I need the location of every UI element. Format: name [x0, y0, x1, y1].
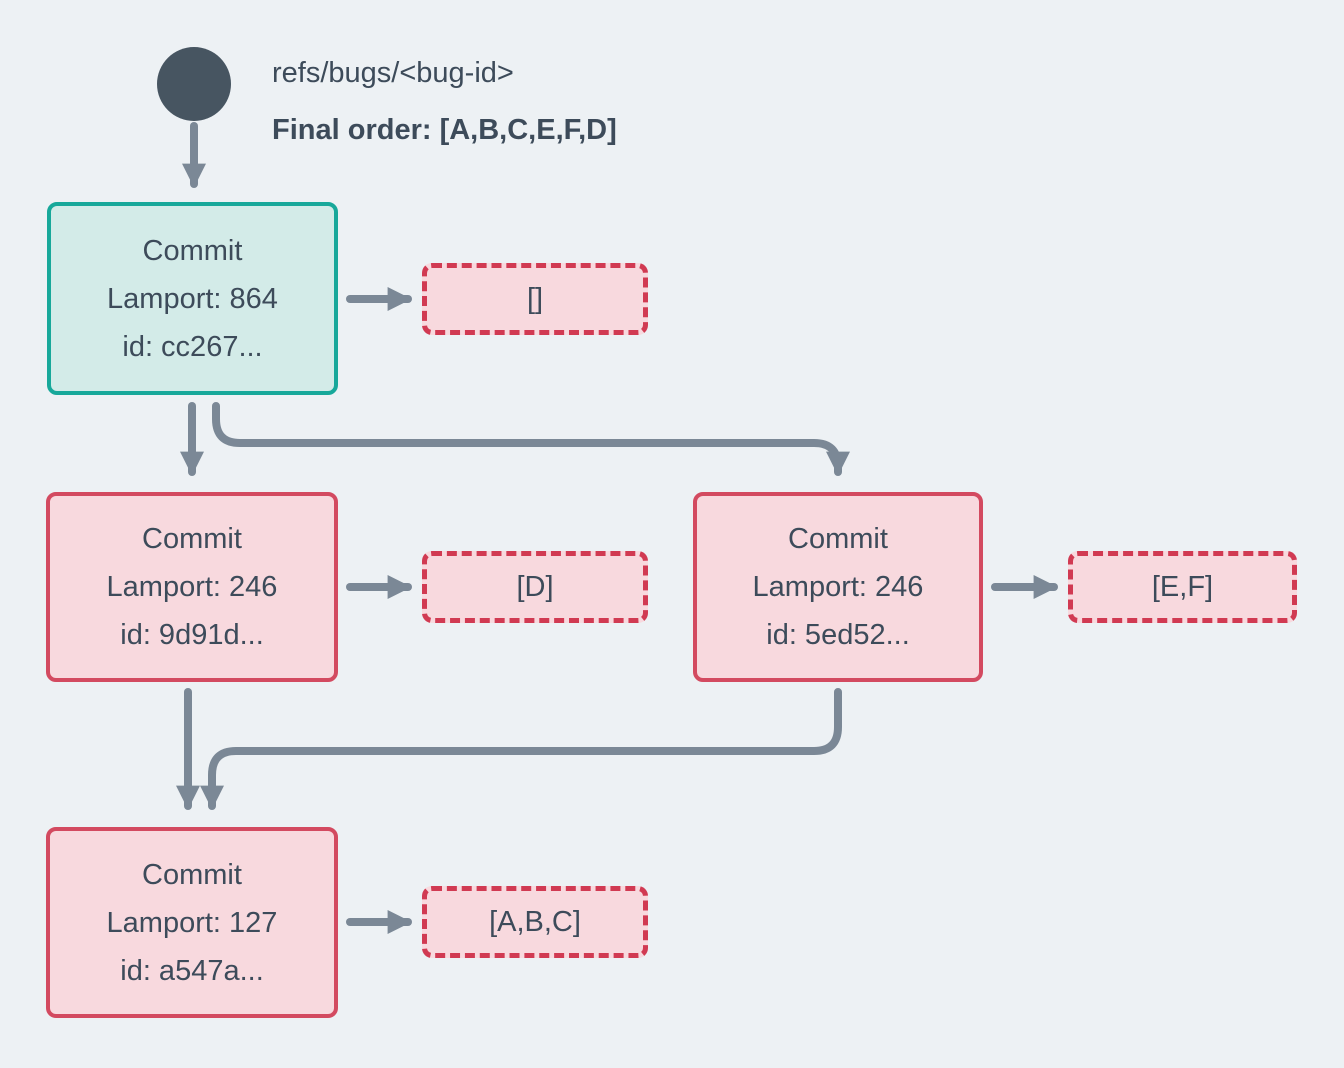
- ops-node-right: [E,F]: [1068, 551, 1297, 623]
- commit-node-merge: Commit Lamport: 127 id: a547a...: [46, 827, 338, 1018]
- final-order-label: Final order: [A,B,C,E,F,D]: [272, 114, 617, 146]
- ops-list: []: [526, 282, 544, 315]
- commit-node-right: Commit Lamport: 246 id: 5ed52...: [693, 492, 983, 682]
- commit-title: Commit: [788, 523, 888, 555]
- commit-title: Commit: [142, 234, 243, 267]
- ops-node-root: []: [422, 263, 648, 335]
- commit-lamport: Lamport: 246: [752, 571, 924, 603]
- commit-id: id: a547a...: [120, 954, 264, 987]
- ops-list: [D]: [516, 570, 554, 603]
- commit-lamport: Lamport: 864: [107, 282, 278, 315]
- ops-list: [E,F]: [1151, 570, 1214, 603]
- commit-lamport: Lamport: 246: [106, 571, 278, 603]
- commit-lamport: Lamport: 127: [106, 906, 278, 939]
- arrow-right-to-merge-commit: [200, 688, 842, 810]
- ref-name-label: refs/bugs/<bug-id>: [272, 57, 514, 89]
- arrow-root-to-right-commit: [212, 402, 850, 476]
- ops-node-merge: [A,B,C]: [422, 886, 648, 958]
- ops-list: [A,B,C]: [489, 905, 581, 938]
- ref-head-dot-icon: [157, 47, 231, 121]
- commit-title: Commit: [142, 523, 242, 555]
- commit-id: id: 5ed52...: [766, 619, 910, 651]
- commit-title: Commit: [142, 858, 242, 891]
- commit-node-root: Commit Lamport: 864 id: cc267...: [47, 202, 338, 395]
- ops-node-left: [D]: [422, 551, 648, 623]
- commit-id: id: cc267...: [122, 330, 263, 363]
- commit-id: id: 9d91d...: [120, 619, 264, 651]
- commit-node-left: Commit Lamport: 246 id: 9d91d...: [46, 492, 338, 682]
